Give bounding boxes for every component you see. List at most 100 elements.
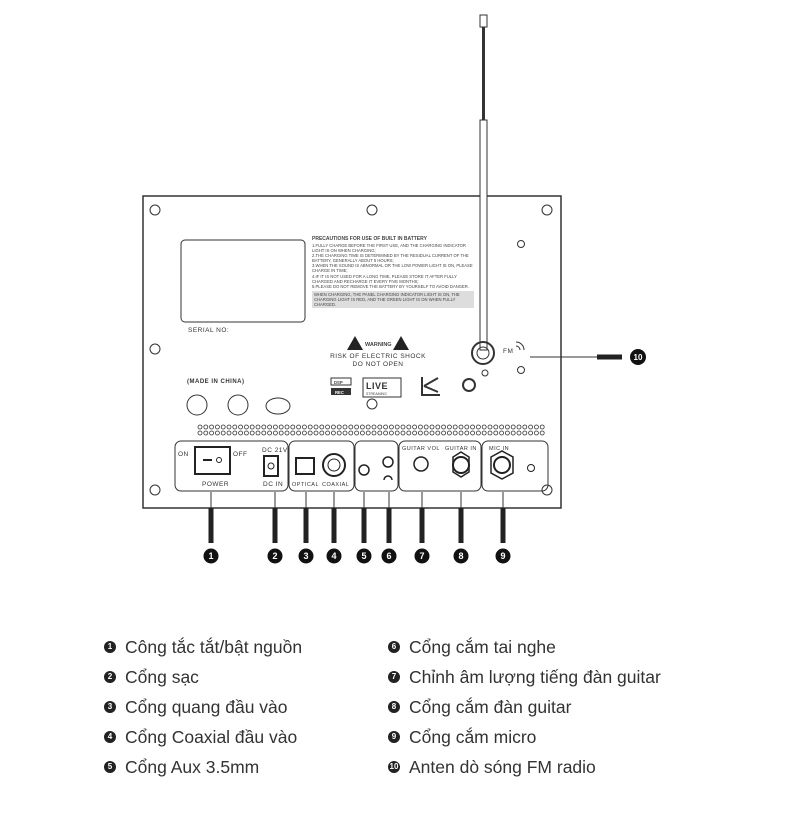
- headphone-port[interactable]: [382, 456, 394, 468]
- callout-leader: [208, 508, 214, 543]
- vent-hole: [470, 424, 476, 430]
- headphone-icon: [383, 475, 393, 481]
- radio-wave-icon: [515, 341, 525, 351]
- vent-hole: [330, 424, 336, 430]
- vent-hole: [319, 430, 325, 436]
- vent-hole: [238, 424, 244, 430]
- vent-hole: [441, 424, 447, 430]
- legend-text: Cổng sạc: [125, 666, 199, 687]
- vent-hole: [284, 424, 290, 430]
- power-switch[interactable]: [194, 446, 231, 475]
- guitar-in-label: GUITAR IN: [445, 446, 477, 452]
- legend-text: Cổng Aux 3.5mm: [125, 756, 260, 777]
- vent-hole: [441, 430, 447, 436]
- vent-hole: [290, 430, 296, 436]
- legend-number: 5: [104, 761, 116, 773]
- vent-hole: [446, 430, 452, 436]
- vent-hole: [493, 424, 499, 430]
- vent-hole: [522, 424, 528, 430]
- battery-note: WHEN CHARGING, THE PANEL CHARGING INDICA…: [314, 291, 460, 297]
- vent-hole: [377, 430, 383, 436]
- legend-number: 3: [104, 701, 116, 713]
- legend-text: Cổng cắm đàn guitar: [409, 696, 572, 717]
- vent-hole: [197, 424, 203, 430]
- vent-hole: [226, 430, 232, 436]
- callout-number: 6: [386, 551, 391, 561]
- vent-hole: [232, 430, 238, 436]
- coaxial-port[interactable]: [322, 453, 346, 477]
- legend-number: 4: [104, 731, 116, 743]
- vent-hole: [365, 430, 371, 436]
- vent-hole: [377, 424, 383, 430]
- 51-icon: [462, 378, 476, 392]
- battery-line: 1.FULLY CHARGE BEFORE THE FIRST USE, AND…: [312, 243, 466, 254]
- legend-item: 9 Cổng cắm micro: [388, 726, 536, 748]
- callout-marker: [267, 548, 283, 564]
- vent-hole: [406, 424, 412, 430]
- vent-hole: [487, 424, 493, 430]
- vent-hole: [359, 424, 365, 430]
- vent-hole: [348, 430, 354, 436]
- vent-hole: [504, 424, 510, 430]
- legend-text: Cổng Coaxial đầu vào: [125, 726, 298, 747]
- vent-hole: [267, 430, 273, 436]
- callout-number: 10: [634, 353, 643, 362]
- vent-hole: [243, 424, 249, 430]
- legend-text: Công tắc tắt/bật nguồn: [125, 636, 303, 657]
- vent-hole: [209, 430, 215, 436]
- vent-hole: [307, 424, 313, 430]
- vent-hole: [359, 430, 365, 436]
- vent-hole: [261, 430, 267, 436]
- vent-hole: [388, 430, 394, 436]
- vent-hole: [243, 430, 249, 436]
- vent-hole: [278, 430, 284, 436]
- aux-port[interactable]: [358, 464, 370, 476]
- vent-hole: [423, 424, 429, 430]
- dc-in-port[interactable]: [263, 455, 279, 477]
- legend-item: 5 Cổng Aux 3.5mm: [104, 756, 259, 778]
- vent-hole: [539, 430, 545, 436]
- callout-marker: [203, 548, 219, 564]
- battery-line: 5.PLEASE DO NOT REMOVE THE BATTERY BY YO…: [312, 283, 469, 289]
- battery-note-box: WHEN CHARGING, THE PANEL CHARGING INDICA…: [312, 290, 474, 309]
- warning-text: WARNING: [365, 342, 392, 348]
- vent-hole: [504, 430, 510, 436]
- screw-icons: [149, 204, 553, 496]
- on-label: ON: [178, 451, 189, 458]
- vent-hole: [267, 424, 273, 430]
- vent-hole: [307, 430, 313, 436]
- vent-hole: [475, 424, 481, 430]
- vent-hole: [458, 424, 464, 430]
- vent-holes: [197, 424, 545, 436]
- vent-hole: [301, 424, 307, 430]
- callout-leader: [500, 508, 506, 543]
- vent-hole: [354, 424, 360, 430]
- legend-number: 9: [388, 731, 400, 743]
- vent-hole: [446, 424, 452, 430]
- vent-hole: [510, 424, 516, 430]
- optical-port[interactable]: [295, 457, 315, 475]
- guitar-volume-knob[interactable]: [413, 456, 429, 472]
- vent-hole: [301, 430, 307, 436]
- io-sections: [174, 440, 549, 492]
- guitar-vol-label: GUITAR VOL: [402, 446, 440, 452]
- legend-text: Cổng cắm micro: [409, 726, 537, 747]
- callout-marker: [495, 548, 511, 564]
- callout-leader: [331, 508, 337, 543]
- mic-in-port[interactable]: [493, 456, 511, 474]
- streaming-logo: STREAMING: [366, 392, 387, 396]
- vent-hole: [388, 424, 394, 430]
- vent-hole: [325, 424, 331, 430]
- serial-label: SERIAL NO:: [188, 327, 229, 334]
- vent-hole: [319, 424, 325, 430]
- antenna-tip: [479, 14, 488, 28]
- guitar-in-port[interactable]: [452, 456, 470, 474]
- vent-hole: [481, 430, 487, 436]
- vent-hole: [516, 424, 522, 430]
- warning-icon: [393, 336, 409, 350]
- vent-hole: [539, 424, 545, 430]
